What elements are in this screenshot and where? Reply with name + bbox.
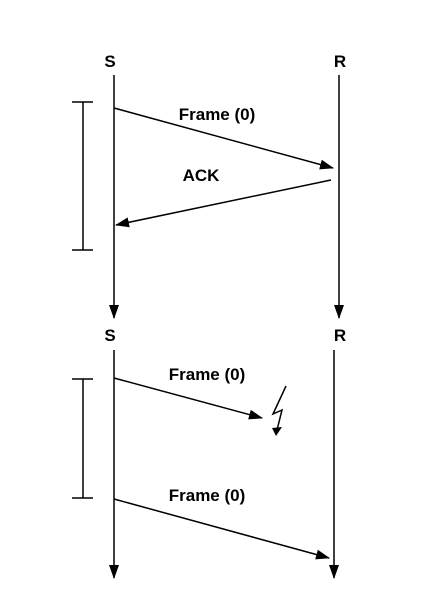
top-timeout-bracket <box>72 101 93 251</box>
top-scenario: S R Frame (0) ACK <box>72 52 346 319</box>
bottom-lost-frame-arrow <box>113 377 263 420</box>
bottom-receiver-label: R <box>334 326 346 345</box>
top-sender-label: S <box>104 52 115 71</box>
top-frame-label: Frame (0) <box>179 105 256 124</box>
bottom-retransmit-label: Frame (0) <box>169 486 246 505</box>
bottom-timeout-bracket <box>72 378 93 499</box>
top-ack-label: ACK <box>183 166 221 185</box>
lightning-bolt-icon <box>271 385 287 436</box>
bottom-scenario: S R Frame (0) Frame (0) <box>72 326 346 579</box>
top-receiver-label: R <box>334 52 346 71</box>
top-frame-arrow <box>113 107 334 170</box>
bottom-sender-label: S <box>104 326 115 345</box>
bottom-retransmit-arrow <box>113 498 330 560</box>
bottom-lost-frame-label: Frame (0) <box>169 365 246 384</box>
top-ack-arrow <box>115 179 332 228</box>
